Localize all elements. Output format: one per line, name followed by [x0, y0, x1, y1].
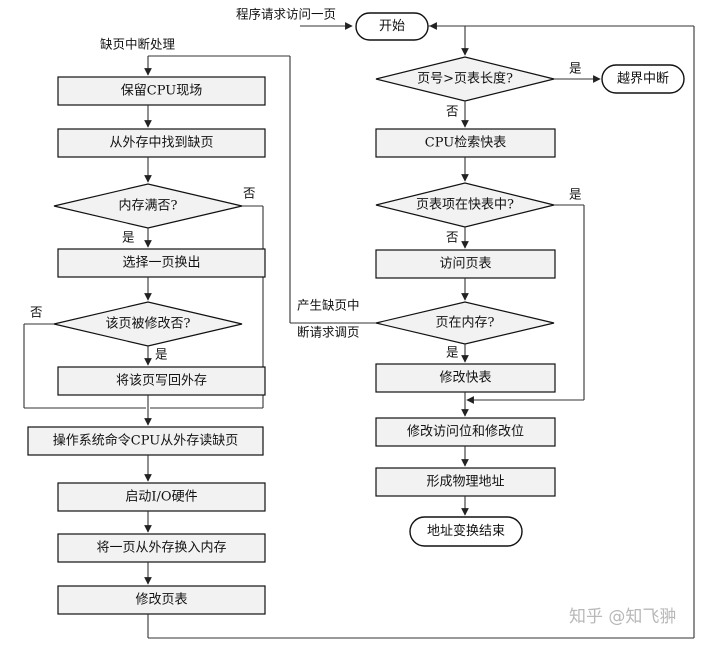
node-update-bits: 修改访问位和修改位	[407, 425, 524, 440]
label-no-modified: 否	[30, 305, 43, 320]
node-physical-addr-shape	[375, 467, 556, 497]
node-select-out: 选择一页换出	[122, 256, 200, 271]
node-modified-shape	[53, 301, 243, 347]
label-request: 程序请求访问一页	[236, 7, 336, 22]
node-write-back: 将该页写回外存	[116, 374, 207, 389]
node-update-pt-shape	[57, 585, 266, 615]
label-fault-handler: 缺页中断处理	[100, 37, 176, 52]
label-yes-tlb: 是	[569, 187, 582, 202]
watermark: 知乎 @知飞翀	[569, 607, 676, 627]
node-start-io: 启动I/O硬件	[125, 490, 197, 505]
label-yes-overflow: 是	[569, 61, 582, 76]
node-in-memory: 页在内存?	[436, 315, 495, 331]
label-yes-full: 是	[122, 230, 135, 245]
label-no-page-check: 否	[446, 104, 459, 119]
node-visit-pt: 访问页表	[439, 257, 491, 272]
node-in-tlb: 页表项在快表中?	[416, 198, 514, 213]
node-find-page-shape	[57, 128, 266, 158]
node-tlb-search: CPU检索快表	[425, 136, 506, 151]
node-load-page-shape	[57, 533, 266, 563]
node-os-read: 操作系统命令CPU从外存读缺页	[53, 433, 238, 449]
node-overflow-shape	[601, 64, 685, 94]
node-save-cpu-shape	[57, 76, 266, 106]
node-physical-addr: 形成物理地址	[426, 475, 504, 490]
node-end: 地址变换结束	[427, 523, 505, 539]
node-page-check: 页号>页表长度?	[417, 71, 513, 87]
node-mem-full: 内存满否?	[119, 198, 178, 214]
node-load-page: 将一页从外存换入内存	[96, 540, 226, 556]
node-start: 开始	[379, 19, 405, 34]
node-tlb-search-shape	[375, 128, 556, 158]
node-end-shape	[409, 516, 523, 547]
node-in-memory-shape	[375, 301, 555, 345]
node-update-pt: 修改页表	[135, 593, 187, 608]
label-yes-modified: 是	[155, 347, 168, 362]
node-save-cpu: 保留CPU现场	[121, 84, 202, 99]
node-os-read-shape	[27, 426, 264, 456]
label-fault-line1: 产生缺页中	[297, 298, 360, 313]
node-select-out-shape	[57, 248, 266, 278]
node-overflow: 越界中断	[617, 72, 669, 87]
label-no-full: 否	[243, 186, 256, 201]
label-yes-mem: 是	[446, 345, 459, 360]
node-modified: 该页被修改否?	[106, 317, 191, 332]
label-fault-line2: 断请求调页	[297, 325, 360, 340]
label-no-tlb: 否	[446, 230, 459, 245]
node-visit-pt-shape	[375, 249, 556, 279]
node-start-io-shape	[57, 482, 266, 512]
node-update-tlb: 修改快表	[439, 371, 491, 386]
node-write-back-shape	[57, 366, 266, 396]
node-find-page: 从外存中找到缺页	[109, 136, 213, 151]
node-update-bits-shape	[375, 417, 556, 447]
